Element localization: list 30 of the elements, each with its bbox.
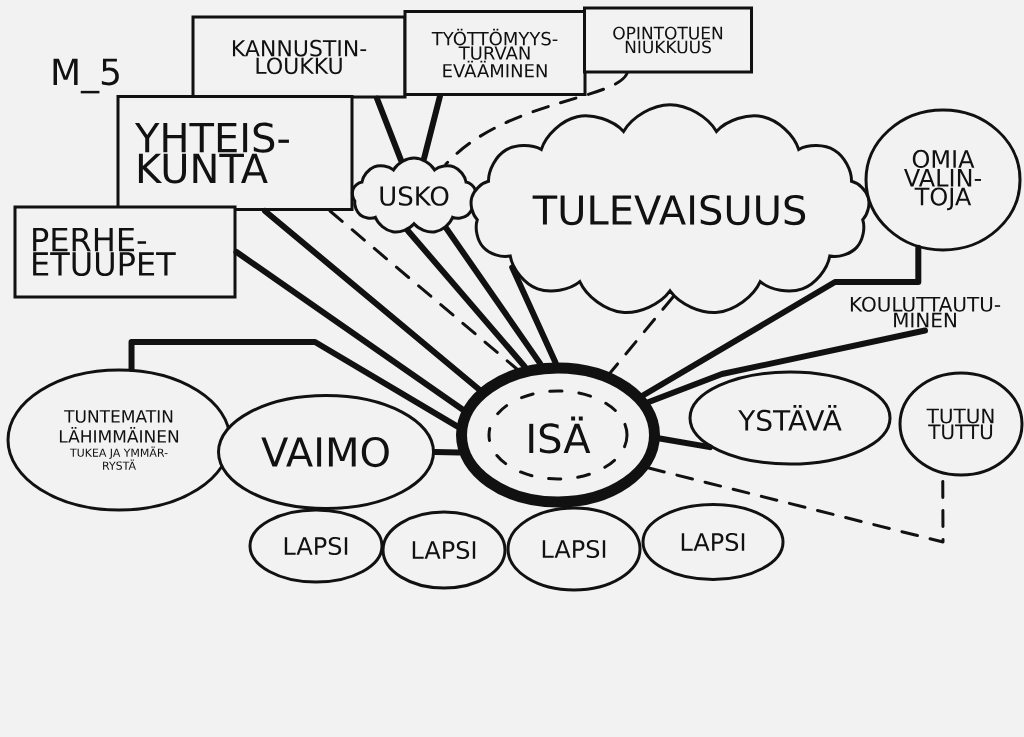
oval-bubble: LAPSI <box>248 508 384 584</box>
connector-line <box>262 208 482 393</box>
oval-bubble: YSTÄVÄ <box>688 370 892 466</box>
connector-line <box>233 249 466 413</box>
text-box: YHTEIS- KUNTA <box>116 95 354 211</box>
connector-line <box>656 435 713 451</box>
dashed-connector <box>444 72 629 166</box>
dashed-connector <box>608 295 675 375</box>
text-box: PERHE- ETUUPET <box>13 205 237 299</box>
connector-line <box>443 225 544 367</box>
connector-line <box>374 95 404 164</box>
oval-bubble: OMIA VALIN- TOJA <box>864 108 1022 252</box>
oval-bubble: TUNTEMATIN LÄHIMMÄINEN TUKEA JA YMMÄR- RYSTÄ <box>6 368 232 512</box>
node-label: OMIA VALIN- TOJA <box>904 149 982 211</box>
page-label: M_5 <box>53 58 119 94</box>
dashed-connector <box>328 209 519 371</box>
connector-line <box>421 93 443 162</box>
connector-line <box>509 264 559 366</box>
text-box: TYÖTTÖMYYS- TURVAN EVÄÄMINEN <box>403 10 587 96</box>
connector-line <box>645 327 928 405</box>
oval-bubble: LAPSI <box>381 510 507 590</box>
connector-line <box>404 227 528 370</box>
oval-bubble: TUTUN TUTTU <box>898 371 1024 477</box>
connector-line <box>432 449 462 456</box>
connector-line <box>640 244 922 399</box>
oval-bubble: LAPSI <box>506 506 642 592</box>
text-box: KANNUSTIN- LOUKKU <box>191 15 407 99</box>
dashed-connector <box>647 466 945 544</box>
oval-bubble: LAPSI <box>641 503 785 581</box>
text-box: OPINTOTUEN NIUKKUUS <box>583 6 753 74</box>
